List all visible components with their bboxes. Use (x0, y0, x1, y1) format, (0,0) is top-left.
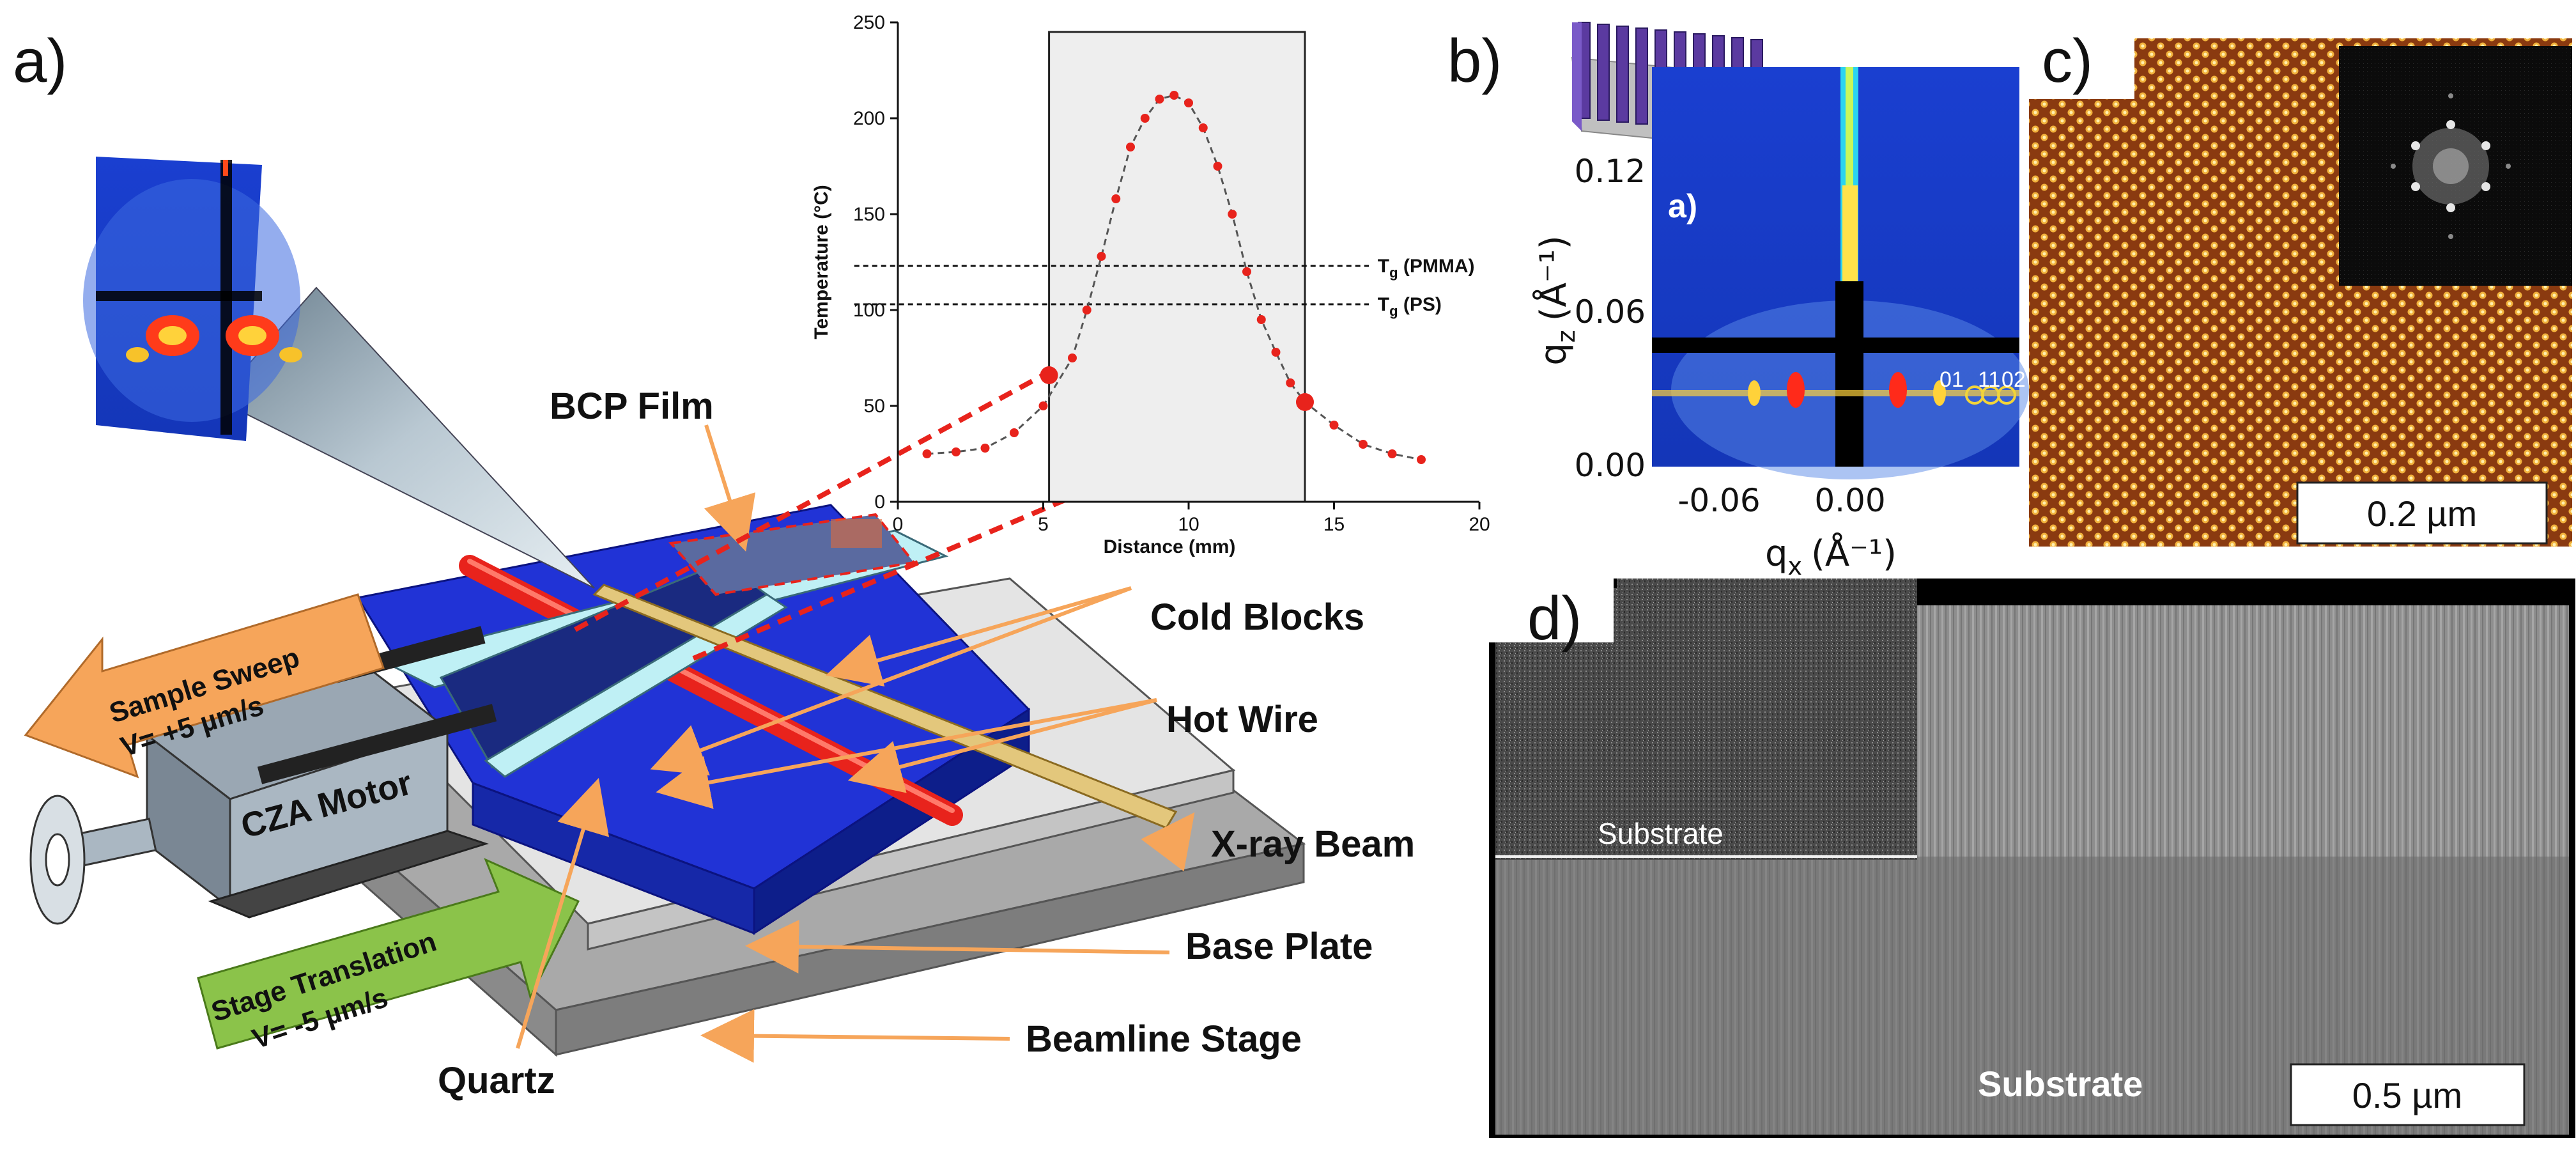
y-tick-label: 100 (853, 300, 885, 321)
temperature-data-point (1155, 95, 1164, 104)
fft-inset (2339, 46, 2572, 286)
y-tick-label: 50 (864, 396, 885, 417)
temperature-data-point (1213, 162, 1222, 171)
temperature-data-point (1329, 421, 1339, 430)
hot-wire-label: Hot Wire (1166, 699, 1318, 740)
svg-text:qz(Å⁻¹): qz(Å⁻¹) (1532, 235, 1580, 366)
x-tick-label: 20 (1469, 514, 1490, 535)
y-axis-title: Temperature (°C) (811, 185, 832, 339)
bcp-film-stripe (831, 519, 882, 548)
detector-image (83, 157, 302, 441)
x-tick-label: 5 (1038, 514, 1049, 535)
temperature-data-point (1097, 252, 1106, 261)
afm-scalebar-box (2296, 481, 2548, 545)
beamline-stage-label: Beamline Stage (1026, 1018, 1302, 1060)
cold-blocks-label: Cold Blocks (1150, 596, 1364, 638)
temperature-data-point (1256, 315, 1266, 324)
sem-inset-top (1617, 578, 1917, 591)
temperature-data-point (1140, 114, 1150, 123)
temperature-data-point (980, 444, 990, 453)
temperature-data-point (1286, 378, 1295, 387)
y-tick-label: 250 (853, 12, 885, 33)
temperature-data-point (1242, 267, 1251, 276)
temperature-data-point (1228, 210, 1237, 219)
sample-sweep-arrow (24, 593, 385, 779)
temperature-data-point (1068, 353, 1077, 362)
base-plate-label: Base Plate (1185, 926, 1373, 967)
panel-d-letter: d) (1527, 584, 1582, 653)
peak-02-label: 02 (2001, 368, 2026, 392)
temperature-data-point (922, 449, 932, 458)
sem-top-dark (1914, 578, 2575, 605)
sem-scalebar-label: 0.5 µm (2352, 1075, 2462, 1115)
svg-text:qx(Å⁻¹): qx(Å⁻¹) (1765, 532, 1897, 580)
projection-lines (574, 368, 1302, 661)
xray-beam-label: X-ray Beam (1211, 823, 1415, 865)
gisaxs-ylabel: qz(Å⁻¹) (1532, 235, 1580, 366)
panel-b-letter: b) (1447, 27, 1502, 95)
quartz-label: Quartz (438, 1060, 555, 1101)
region-start-marker (1040, 366, 1058, 384)
peak-11-label: 11 (1978, 368, 2000, 392)
temperature-data-point (1271, 348, 1281, 357)
gisaxs-image: 01 11 02 a) (1652, 67, 2029, 479)
peak-01-label: 01 (1940, 368, 1964, 392)
temperature-data-point (952, 447, 960, 456)
sem-main-substrate-label: Substrate (1978, 1064, 2143, 1104)
temperature-data-point (1082, 306, 1091, 314)
xray-beam (592, 584, 1178, 829)
stage-translation-arrow (197, 858, 580, 1050)
tg-ps-label: Tg (PS) (1378, 294, 1442, 319)
tg-pmma-label: Tg (PMMA) (1378, 256, 1475, 281)
leader-lines (516, 424, 1195, 1063)
temperature-data-point (1417, 455, 1426, 464)
panel-a: a) CZA Motor (13, 27, 1415, 1101)
motor-knob-center (45, 833, 70, 887)
gisaxs-xtick-neg0.06: -0.06 (1677, 482, 1760, 519)
panel-a-letter: a) (13, 27, 67, 95)
panel-b: b) (1447, 22, 2029, 580)
temperature-data-point (1359, 440, 1368, 449)
sem-scalebar-box (2290, 1063, 2526, 1126)
temperature-data-point (1126, 143, 1135, 151)
afm-scalebar-label: 0.2 µm (2367, 493, 2477, 534)
y-tick-label: 0 (874, 492, 885, 513)
temperature-data-point (1169, 91, 1179, 100)
motor-base (208, 830, 489, 919)
sem-inset-substrate-label: Substrate (1598, 817, 1724, 850)
afm-letter-backdrop (2029, 35, 2134, 99)
gisaxs-ytick-0.00: 0.00 (1575, 447, 1646, 484)
temperature-data-point (1198, 123, 1208, 132)
motor-strap-2 (257, 704, 497, 784)
gisaxs-xlabel: qx(Å⁻¹) (1765, 532, 1897, 580)
temperature-data-point (1387, 449, 1397, 458)
x-axis-title: Distance (mm) (1104, 536, 1236, 557)
gisaxs-ytick-0.12: 0.12 (1575, 153, 1646, 190)
temperature-data-point (1010, 428, 1019, 437)
x-tick-label: 10 (1178, 514, 1199, 535)
panel-c: c) 0.2 µm (2029, 27, 2572, 547)
x-tick-label: 15 (1323, 514, 1345, 535)
gisaxs-ytick-0.06: 0.06 (1575, 293, 1646, 330)
sem-letter-backdrop (1489, 578, 1614, 642)
bcp-film-label: BCP Film (550, 385, 714, 427)
region-end-marker (1296, 393, 1314, 411)
temperature-data-point (1111, 194, 1121, 203)
panel-d: d) Substrate Substrate 0.5 µm (1489, 578, 2575, 1138)
gisaxs-xtick-0.00: 0.00 (1814, 482, 1885, 519)
y-tick-label: 200 (853, 108, 885, 129)
temperature-data-point (1038, 401, 1048, 410)
y-tick-label: 150 (853, 204, 885, 225)
inset-panel-letter: a) (1668, 188, 1697, 225)
temperature-data-point (1184, 98, 1193, 107)
panel-c-letter: c) (2042, 27, 2093, 95)
x-tick-label: 0 (893, 514, 904, 535)
